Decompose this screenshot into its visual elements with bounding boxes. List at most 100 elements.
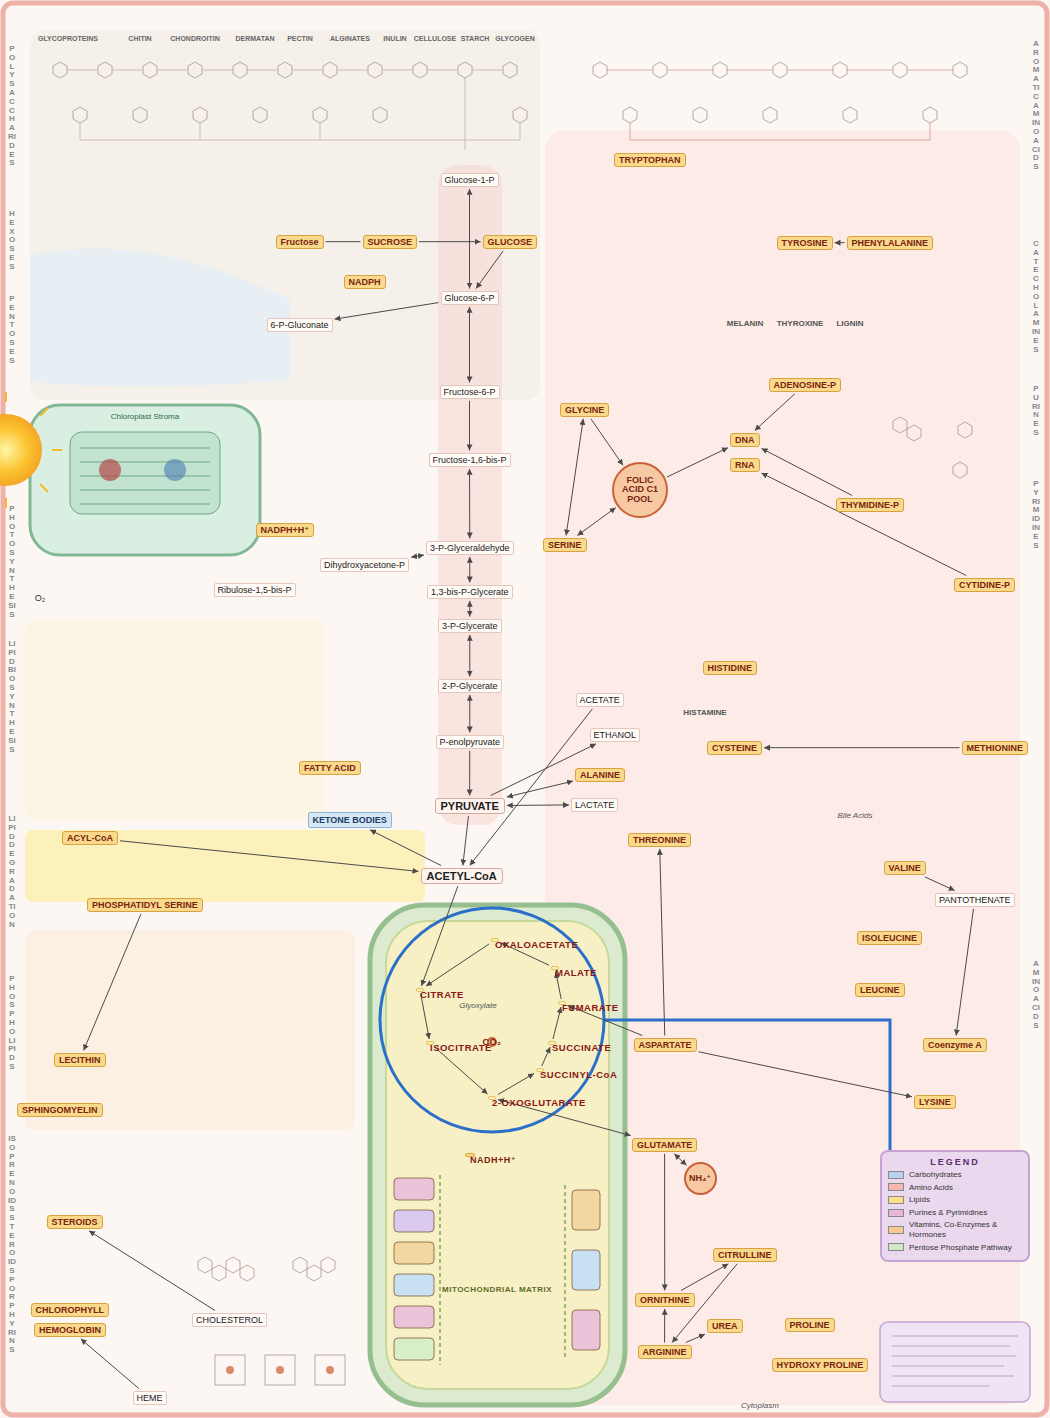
reaction-arrow [470,709,593,866]
reaction-arrow [835,242,845,243]
reaction-arrow [498,1074,534,1095]
node-text: ALANINE [580,770,620,780]
text-label: GLYCOGEN [495,35,534,42]
node-text: ASPARTATE [639,1040,692,1050]
reaction-arrow [469,751,470,796]
tca-intermediate-box: CITRATE [416,988,424,992]
section-label: PHOSPHOLIPIDS [8,975,16,1072]
reaction-arrow [762,473,967,575]
key-metabolite-box: LEUCINE [855,983,905,997]
key-metabolite-box: HYDROXY PROLINE [772,1358,869,1372]
metabolite-box: 3-P-Glycerate [438,619,502,633]
key-metabolite-box: PHOSPHATIDYL SERINE [87,898,203,912]
metabolite-box: 1,3-bis-P-Glycerate [427,585,513,599]
metabolite-box: Glucose-6-P [441,291,499,305]
reaction-arrow [764,747,959,748]
reaction-arrow [421,994,429,1039]
node-text: 6-P-Gluconate [271,320,329,330]
key-metabolite-box: THREONINE [628,833,691,847]
node-text: P-enolpyruvate [440,737,501,747]
tca-intermediate-box: ISOCITRATE [426,1041,434,1045]
section-label: LIPID BIOSYNTHESIS [8,640,16,754]
reaction-arrow [469,401,470,451]
node-text: 2-OXOGLUTARATE [492,1098,586,1109]
tca-intermediate-box: OXALOACETATE [491,938,499,942]
node-text: HISTIDINE [708,663,753,673]
key-metabolite-box: ISOLEUCINE [857,931,922,945]
node-text: Fructose-1,6-bis-P [433,455,507,465]
key-metabolite-box: ARGININE [638,1345,692,1359]
node-text: GLUCOSE [488,237,533,247]
key-metabolite-box: ADENOSINE-P [769,378,842,392]
legend-row: Vitamins, Co-Enzymes & Hormones [888,1220,1022,1239]
node-text: LACTATE [575,800,614,810]
metabolite-box: 3-P-Glyceraldehyde [426,541,514,555]
legend-swatch [888,1226,904,1234]
key-metabolite-box: NADH+H⁺ [465,1153,475,1157]
node-text: ADENOSINE-P [774,380,837,390]
key-metabolite-box: DNA [730,433,760,447]
key-metabolite-box: GLUCOSE [483,235,538,249]
reaction-arrow [120,841,419,872]
key-metabolite-box: SUCROSE [363,235,418,249]
node-text: CITRULLINE [718,1250,772,1260]
key-metabolite-box: ACYL-CoA [62,831,118,845]
key-metabolite-box: LYSINE [914,1095,956,1109]
text-label: CHONDROITIN [170,35,219,42]
text-label: CELLULOSE [414,35,456,42]
node-text: CHLOROPHYLL [36,1305,105,1315]
text-label: DERMATAN [235,35,274,42]
tca-intermediate-box: MALATE [551,966,559,970]
pool-circle: FOLIC ACID C1 POOL [612,462,668,518]
section-label: PHOTOSYNTHESIS [8,505,16,619]
node-text: Dihydroxyacetone-P [324,560,405,570]
node-text: SUCCINYL-CoA [540,1070,617,1081]
node-text: SERINE [548,540,582,550]
key-metabolite-box: ORNITHINE [635,1293,695,1307]
reaction-arrow [664,1309,665,1343]
node-text: CITRATE [420,990,464,1001]
metabolite-box: ETHANOL [590,728,641,742]
node-text: PROLINE [790,1320,830,1330]
key-metabolite-box: PHENYLALANINE [847,236,934,250]
reaction-arrow [591,419,623,465]
metabolite-box: LACTATE [571,798,618,812]
text-label: ALGINATES [330,35,370,42]
node-text: HEMOGLOBIN [39,1325,101,1335]
section-label: POLYSACCHARIDES [8,45,16,168]
text-label: PECTIN [287,35,313,42]
key-metabolite-box: ALANINE [575,768,625,782]
reaction-arrow [411,555,424,557]
key-metabolite-box: Coenzyme A [923,1038,987,1052]
text-label: HISTAMINE [683,708,726,717]
legend-title: LEGEND [888,1157,1022,1167]
key-metabolite-box: VALINE [884,861,926,875]
reaction-arrow [762,448,853,495]
text-label: Cytoplasm [741,1401,779,1410]
key-metabolite-box: STEROIDS [47,1215,103,1229]
node-text: THREONINE [633,835,686,845]
metabolite-box: CHOLESTEROL [192,1313,267,1327]
text-label: LIGNIN [836,319,863,328]
node-text: PHOSPHATIDYL SERINE [92,900,198,910]
reaction-arrow [667,448,728,477]
reaction-arrow [426,944,489,986]
section-label: HEXOSES [8,210,16,272]
legend-text: Vitamins, Co-Enzymes & Hormones [909,1220,1022,1239]
node-text: CYSTEINE [712,743,757,753]
node-text: LYSINE [919,1097,951,1107]
reaction-arrow [419,241,480,242]
node-text: 1,3-bis-P-Glycerate [431,587,509,597]
node-text: VALINE [889,863,921,873]
node-text: CHOLESTEROL [196,1315,263,1325]
legend-swatch [888,1196,904,1204]
text-label: MELANIN [727,319,763,328]
key-metabolite-box: CYSTEINE [707,741,762,755]
reaction-arrow [435,1047,488,1094]
node-text: PANTOTHENATE [939,895,1011,905]
key-metabolite-box: CHLOROPHYLL [31,1303,110,1317]
node-text: Ribulose-1,5-bis-P [218,585,292,595]
key-metabolite-box: SERINE [543,538,587,552]
reaction-arrow [542,1047,550,1066]
legend-text: Amino Acids [909,1183,953,1193]
